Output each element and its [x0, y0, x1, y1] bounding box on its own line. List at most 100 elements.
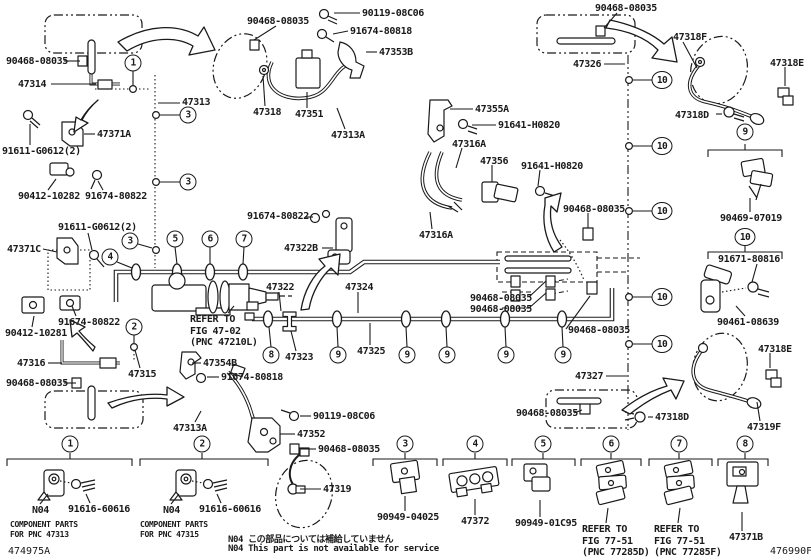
- legend-clamp-4-drawing: [448, 466, 500, 498]
- part-number-label: 47316: [17, 358, 46, 369]
- leader-line: [682, 41, 698, 69]
- part-number-label: 47355A: [475, 104, 509, 115]
- part-number-label: 90468-08035: [470, 293, 532, 304]
- leader-line: [528, 280, 547, 298]
- leader-line: [336, 107, 346, 130]
- part-number-label: 91616-60616: [199, 504, 261, 515]
- callout-8: 8: [736, 435, 754, 453]
- part-number-label: 47371C: [7, 244, 41, 255]
- callout-5: 5: [534, 435, 552, 453]
- callout-10: 10: [651, 335, 673, 353]
- leader-line: [170, 493, 180, 505]
- part-number-label: 91616-60616: [68, 504, 130, 515]
- part-number-label: 47372: [461, 516, 490, 527]
- part-number-label: 90468-08035: [516, 408, 578, 419]
- part-number-label: 90461-08639: [717, 317, 779, 328]
- connection-node: [624, 207, 633, 216]
- brake-tube-upper: [113, 259, 500, 302]
- leader-line: [445, 326, 448, 348]
- part-number-label: 47318F: [673, 32, 707, 43]
- part-number-label: 47316A: [452, 139, 486, 150]
- part-number-label: 47314: [18, 79, 47, 90]
- connection-node: [624, 340, 633, 349]
- leader-line: [561, 326, 564, 348]
- part-number-label: 91674-80822: [247, 211, 309, 222]
- part-number-label: 91611-G0612(2): [2, 146, 81, 157]
- part-number-label: 91674-80822: [85, 191, 147, 202]
- callout-9: 9: [398, 346, 416, 364]
- connection-node: [624, 75, 633, 84]
- part-number-label: 90119-08C06: [313, 411, 375, 422]
- leader-line: [332, 30, 349, 35]
- box-contents: [71, 25, 616, 421]
- leader-line: [751, 263, 758, 283]
- legend-bracket: [372, 453, 438, 466]
- figure-code-right: 476990F: [770, 546, 811, 557]
- part-number-label: 91641-H0820: [498, 120, 560, 131]
- leader-line: [39, 493, 49, 505]
- part-number-label: 90468-08035: [247, 16, 309, 27]
- callout-5: 5: [166, 230, 184, 248]
- leader-line: [253, 25, 277, 41]
- part-number-label: 47318D: [655, 412, 689, 423]
- part-number-label: N04: [163, 505, 180, 516]
- part-number-label: 91674-80818: [221, 372, 283, 383]
- part-number-label: 47313A: [173, 423, 207, 434]
- part-number-label: 47325: [357, 346, 386, 357]
- leader-line: [605, 507, 609, 524]
- part-number-label: 91611-G0612(2): [58, 222, 137, 233]
- callout-7: 7: [670, 435, 688, 453]
- leader-line: [429, 211, 433, 230]
- callout-3: 3: [179, 173, 197, 191]
- callout-9: 9: [329, 346, 347, 364]
- callout-1: 1: [124, 54, 142, 72]
- tube-subassembly-drawing: [504, 227, 598, 415]
- callout-4: 4: [101, 248, 119, 266]
- note-japanese: N04 この部品については補給していません: [228, 535, 394, 545]
- legend-bracket: [511, 453, 576, 466]
- part-number-label: 90469-07019: [720, 213, 782, 224]
- part-number-label: 90468-08035: [6, 56, 68, 67]
- callout-9: 9: [736, 123, 754, 141]
- callout-3: 3: [179, 106, 197, 124]
- part-number-label: 91641-H0820: [521, 161, 583, 172]
- leader-line: [573, 409, 583, 414]
- leader-line: [677, 507, 681, 524]
- part-number-label: 47323: [285, 352, 314, 363]
- legend-bracket: [648, 453, 713, 466]
- callout-3: 3: [396, 435, 414, 453]
- part-number-label: 47318D: [675, 110, 709, 121]
- legend-bracket-bolt-drawing: [37, 469, 96, 501]
- leader-line: [134, 349, 141, 369]
- part-number-label: 47318E: [758, 344, 792, 355]
- callout-2: 2: [193, 435, 211, 453]
- callout-10: 10: [651, 71, 673, 89]
- part-number-label: 91674-80822: [58, 317, 120, 328]
- leader-line: [262, 75, 266, 107]
- part-number-label: 47326: [573, 59, 602, 70]
- figure-code-left: 474975A: [8, 546, 51, 557]
- leader-line: [216, 493, 222, 504]
- leader-line: [603, 12, 618, 29]
- callout-10: 10: [651, 137, 673, 155]
- callout-8: 8: [262, 346, 280, 364]
- connection-node: [152, 178, 161, 187]
- part-number-label: 47322: [266, 282, 295, 293]
- part-number-label: 47352: [297, 429, 326, 440]
- leader-line: [537, 169, 541, 187]
- legend-bracket: [580, 453, 642, 466]
- leader-line: [227, 305, 235, 314]
- connection-node: [129, 84, 138, 93]
- part-number-label: 90468-08035: [595, 3, 657, 14]
- callout-3: 3: [121, 232, 139, 250]
- callout-6: 6: [201, 230, 219, 248]
- part-number-label: 47319: [323, 484, 352, 495]
- leader-line: [455, 147, 463, 169]
- leader-line: [116, 261, 133, 269]
- brake-hoses: [226, 60, 754, 489]
- leader-line: [504, 326, 507, 348]
- callout-7: 7: [235, 230, 253, 248]
